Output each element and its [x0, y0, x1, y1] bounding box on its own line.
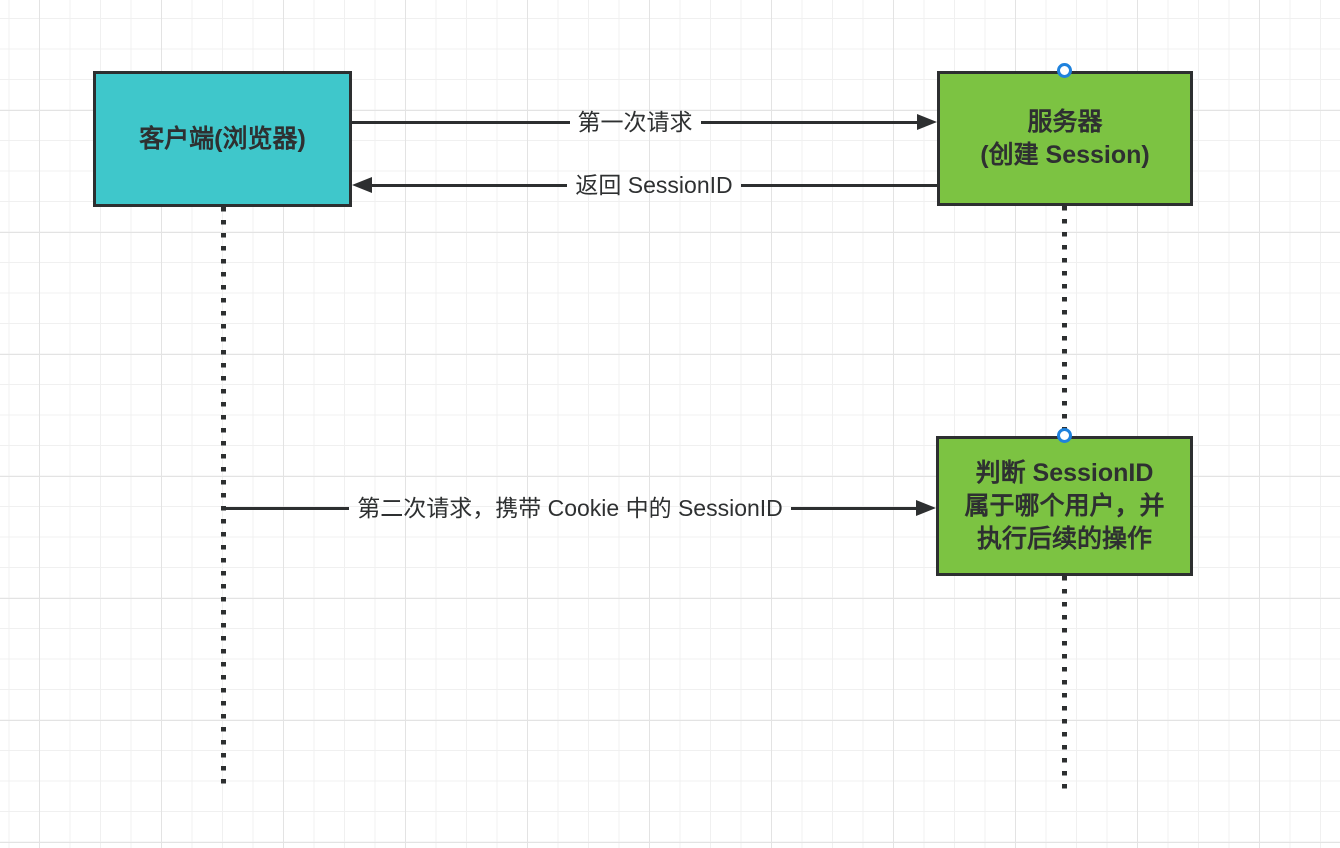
session-check-label-line1: 判断 SessionID [975, 458, 1154, 487]
arrow-line-segment [223, 506, 350, 510]
arrow-return-sessionid-label: 返回 SessionID [575, 172, 733, 198]
arrowhead-right-icon [917, 114, 937, 130]
client-lifeline[interactable] [221, 207, 226, 790]
session-check-label-line3: 执行后续的操作 [976, 524, 1152, 553]
arrow-second-request-label: 第二次请求，携带 Cookie 中的 SessionID [357, 495, 783, 521]
arrow-return-sessionid[interactable]: 返回 SessionID [352, 169, 937, 201]
arrow-line-segment [371, 183, 568, 187]
server-box-label-line1: 服务器 [1027, 107, 1103, 136]
arrow-line-segment [352, 120, 570, 124]
session-check-label-line2: 属于哪个用户，并 [964, 491, 1165, 520]
server-lifeline-lower[interactable] [1062, 576, 1067, 790]
arrowhead-left-icon [352, 177, 372, 193]
arrow-line-segment [740, 183, 937, 187]
connection-point-icon-server[interactable] [1057, 63, 1072, 78]
client-box[interactable]: 客户端(浏览器) [93, 71, 352, 207]
arrowhead-right-icon [916, 500, 936, 516]
arrow-second-request[interactable]: 第二次请求，携带 Cookie 中的 SessionID [223, 492, 936, 524]
client-box-label: 客户端(浏览器) [139, 124, 306, 153]
arrow-line-segment [700, 120, 918, 124]
arrow-first-request-label: 第一次请求 [577, 109, 693, 135]
server-lifeline-upper[interactable] [1062, 206, 1067, 436]
session-check-box[interactable]: 判断 SessionID 属于哪个用户，并 执行后续的操作 [936, 436, 1193, 576]
connection-point-icon-session-check[interactable] [1057, 428, 1072, 443]
server-box-label-line2: (创建 Session) [980, 140, 1150, 169]
arrow-first-request[interactable]: 第一次请求 [352, 106, 937, 138]
arrow-line-segment [790, 506, 917, 510]
server-box[interactable]: 服务器 (创建 Session) [937, 71, 1193, 206]
